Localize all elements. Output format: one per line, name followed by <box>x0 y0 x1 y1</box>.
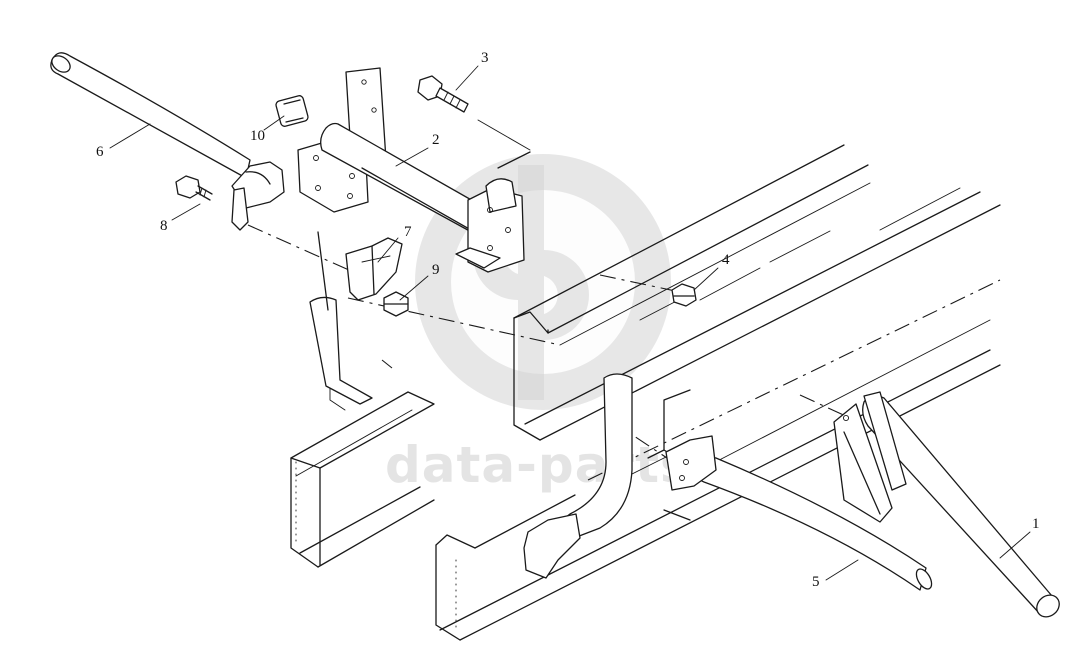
bracket-plate-7 <box>345 237 403 301</box>
callout-5: 5 <box>812 574 820 590</box>
pipe-clamp <box>231 161 285 231</box>
pipe-lower-5 <box>665 435 933 591</box>
callout-10: 10 <box>250 128 265 144</box>
callout-7: 7 <box>404 224 412 240</box>
callout-8: 8 <box>160 218 168 234</box>
nut-9 <box>383 291 409 317</box>
cross-member-left <box>290 391 435 568</box>
callout-3: 3 <box>481 50 489 66</box>
pipe-middle <box>523 373 633 579</box>
callout-1: 1 <box>1032 516 1040 532</box>
callout-labels: 1 2 3 4 5 6 7 8 9 10 <box>96 50 1040 590</box>
right-bracket <box>455 151 531 273</box>
bolt-8 <box>175 175 213 201</box>
bolt-3 <box>417 75 469 113</box>
callout-9: 9 <box>432 262 440 278</box>
callout-2: 2 <box>432 132 440 148</box>
mounting-bracket-2 <box>297 67 498 241</box>
leader-lines <box>109 65 1031 581</box>
assembly-centerlines <box>247 224 1001 481</box>
tailpipe-1 <box>833 391 1060 618</box>
pipe-upper-6 <box>50 52 373 411</box>
cap-nut-10 <box>275 95 309 127</box>
callout-4: 4 <box>722 252 730 268</box>
nut-4 <box>671 283 697 307</box>
watermark-text: data-parts <box>385 436 691 494</box>
callout-6: 6 <box>96 144 104 160</box>
